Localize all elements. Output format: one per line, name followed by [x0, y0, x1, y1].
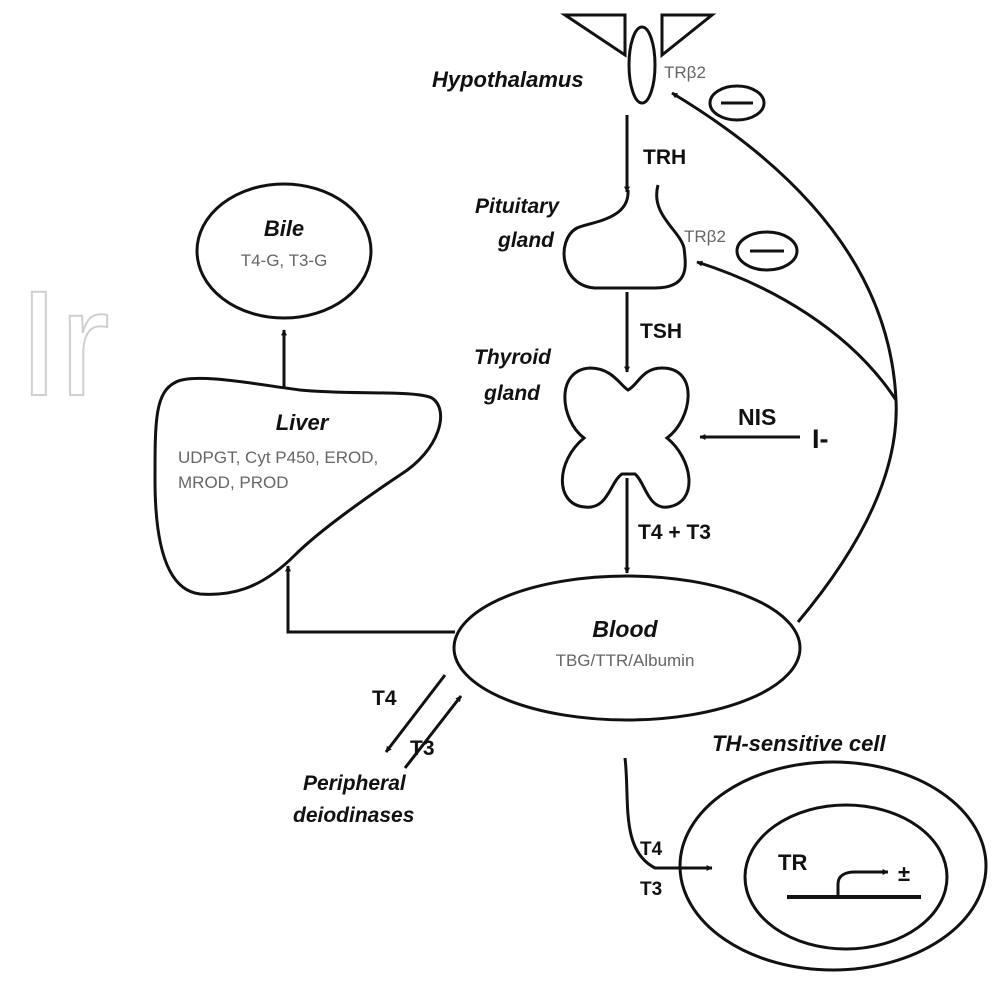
watermark: Ir [18, 259, 110, 427]
pituitary-shape [564, 185, 685, 288]
hypothalamus-right-wedge [662, 15, 712, 55]
cell-t3-label: T3 [640, 879, 662, 900]
hypothalamus-label: Hypothalamus [432, 67, 584, 92]
peripheral-t3-label: T3 [410, 737, 435, 760]
pituitary-label-1: Pituitary [475, 195, 560, 218]
hypothalamus-receptor: TRβ2 [664, 63, 706, 82]
t4-t3-label: T4 + T3 [638, 521, 711, 544]
tr-label: TR [778, 850, 807, 875]
liver-title: Liver [276, 410, 330, 435]
peripheral-label-1: Peripheral [303, 772, 407, 795]
nis-label: NIS [738, 404, 776, 430]
blood-title: Blood [592, 616, 658, 642]
cell-outer-membrane [680, 762, 986, 970]
pituitary-label-2: gland [497, 229, 555, 252]
thyroid-label-2: gland [483, 382, 541, 405]
iodide-label: I- [812, 424, 829, 454]
cell-t4-label: T4 [640, 839, 663, 860]
transcription-arrow-icon [838, 872, 888, 895]
tsh-label: TSH [640, 320, 682, 343]
liver-enzymes-2: MROD, PROD [178, 473, 289, 492]
cell-nucleus [745, 805, 947, 949]
blood-ellipse [454, 576, 800, 720]
blood-to-cell-arrow [625, 758, 712, 868]
liver-enzymes-1: UDPGT, Cyt P450, EROD, [178, 448, 378, 467]
tr-effect-label: ± [898, 861, 910, 886]
bile-contents: T4-G, T3-G [241, 251, 328, 270]
bile-title: Bile [264, 216, 304, 241]
blood-contents: TBG/TTR/Albumin [556, 651, 695, 670]
hypothalamus-shape [629, 27, 655, 103]
cell-title: TH-sensitive cell [712, 731, 887, 756]
trh-label: TRH [643, 146, 686, 169]
blood-to-liver-arrow [288, 566, 455, 632]
pituitary-receptor: TRβ2 [684, 227, 726, 246]
hypothalamus-left-wedge [565, 15, 625, 55]
peripheral-label-2: deiodinases [293, 804, 414, 827]
peripheral-t4-label: T4 [372, 687, 397, 710]
thyroid-label-1: Thyroid [474, 346, 552, 369]
